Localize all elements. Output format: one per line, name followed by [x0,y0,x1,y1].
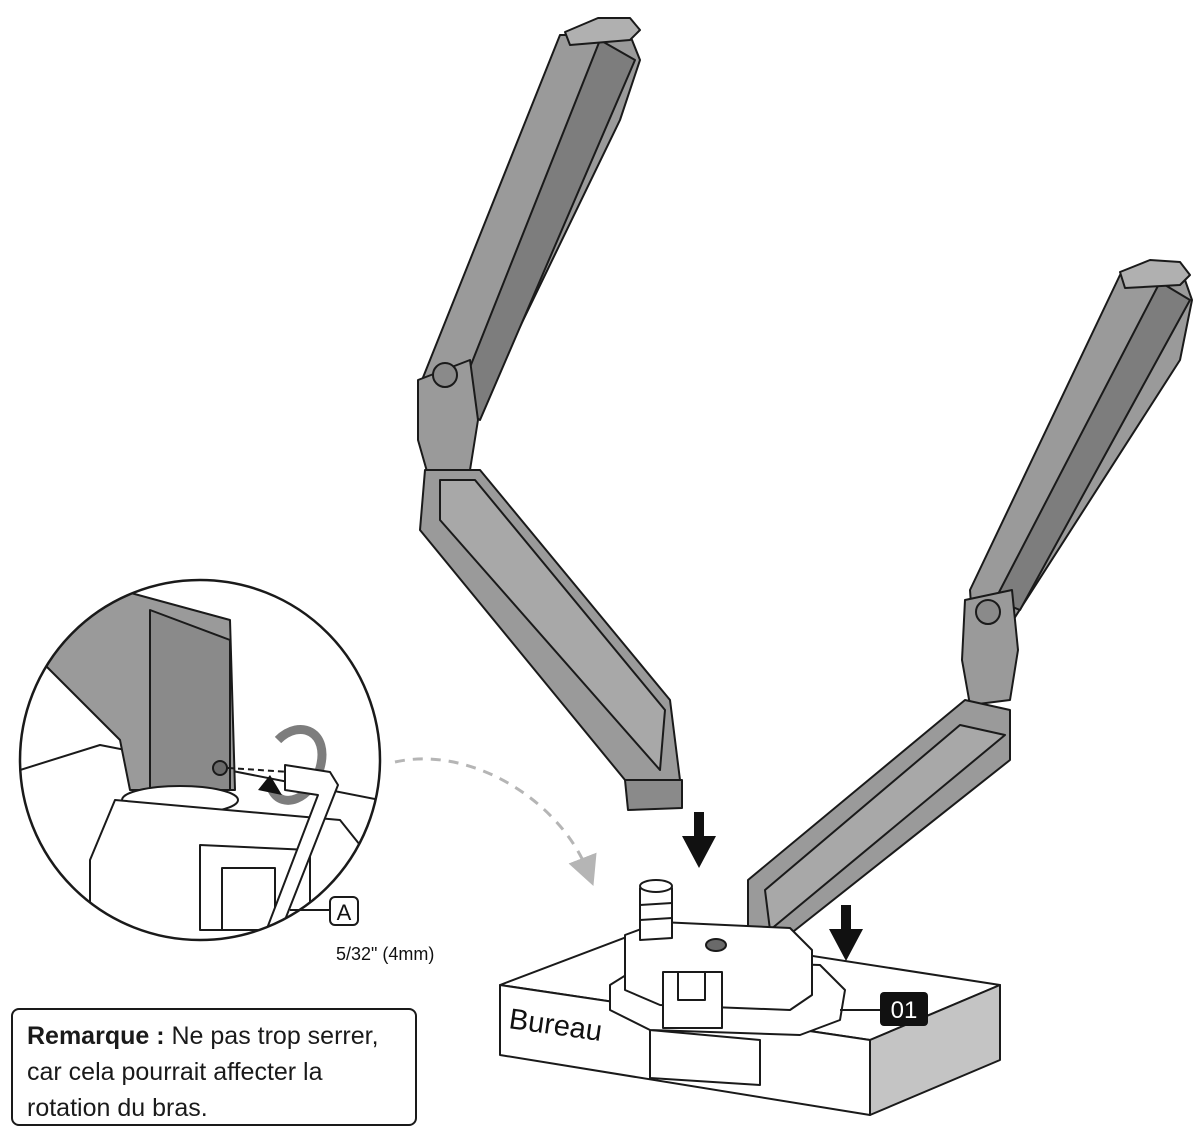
detail-magnifier [18,578,382,942]
wrench-size-label: 5/32" (4mm) [336,944,434,964]
insert-arrow-left [682,812,716,868]
detail-callout-arrow [394,757,597,886]
wrench-tag-box [329,896,359,926]
note-text: Ne pas trop serrer, car cela pourrait af… [27,1022,379,1122]
note-lead: Remarque : [27,1022,165,1050]
mount-base [609,879,846,1086]
part-number-label: 01 [891,997,918,1024]
wrench-tag-label: A [337,900,352,925]
insert-arrow-right [829,905,863,961]
part-number-badge [880,992,928,1026]
left-monitor-arm [417,17,683,811]
right-monitor-arm [747,259,1193,969]
note-box: Remarque : Ne pas trop serrer, car cela … [11,1008,417,1126]
